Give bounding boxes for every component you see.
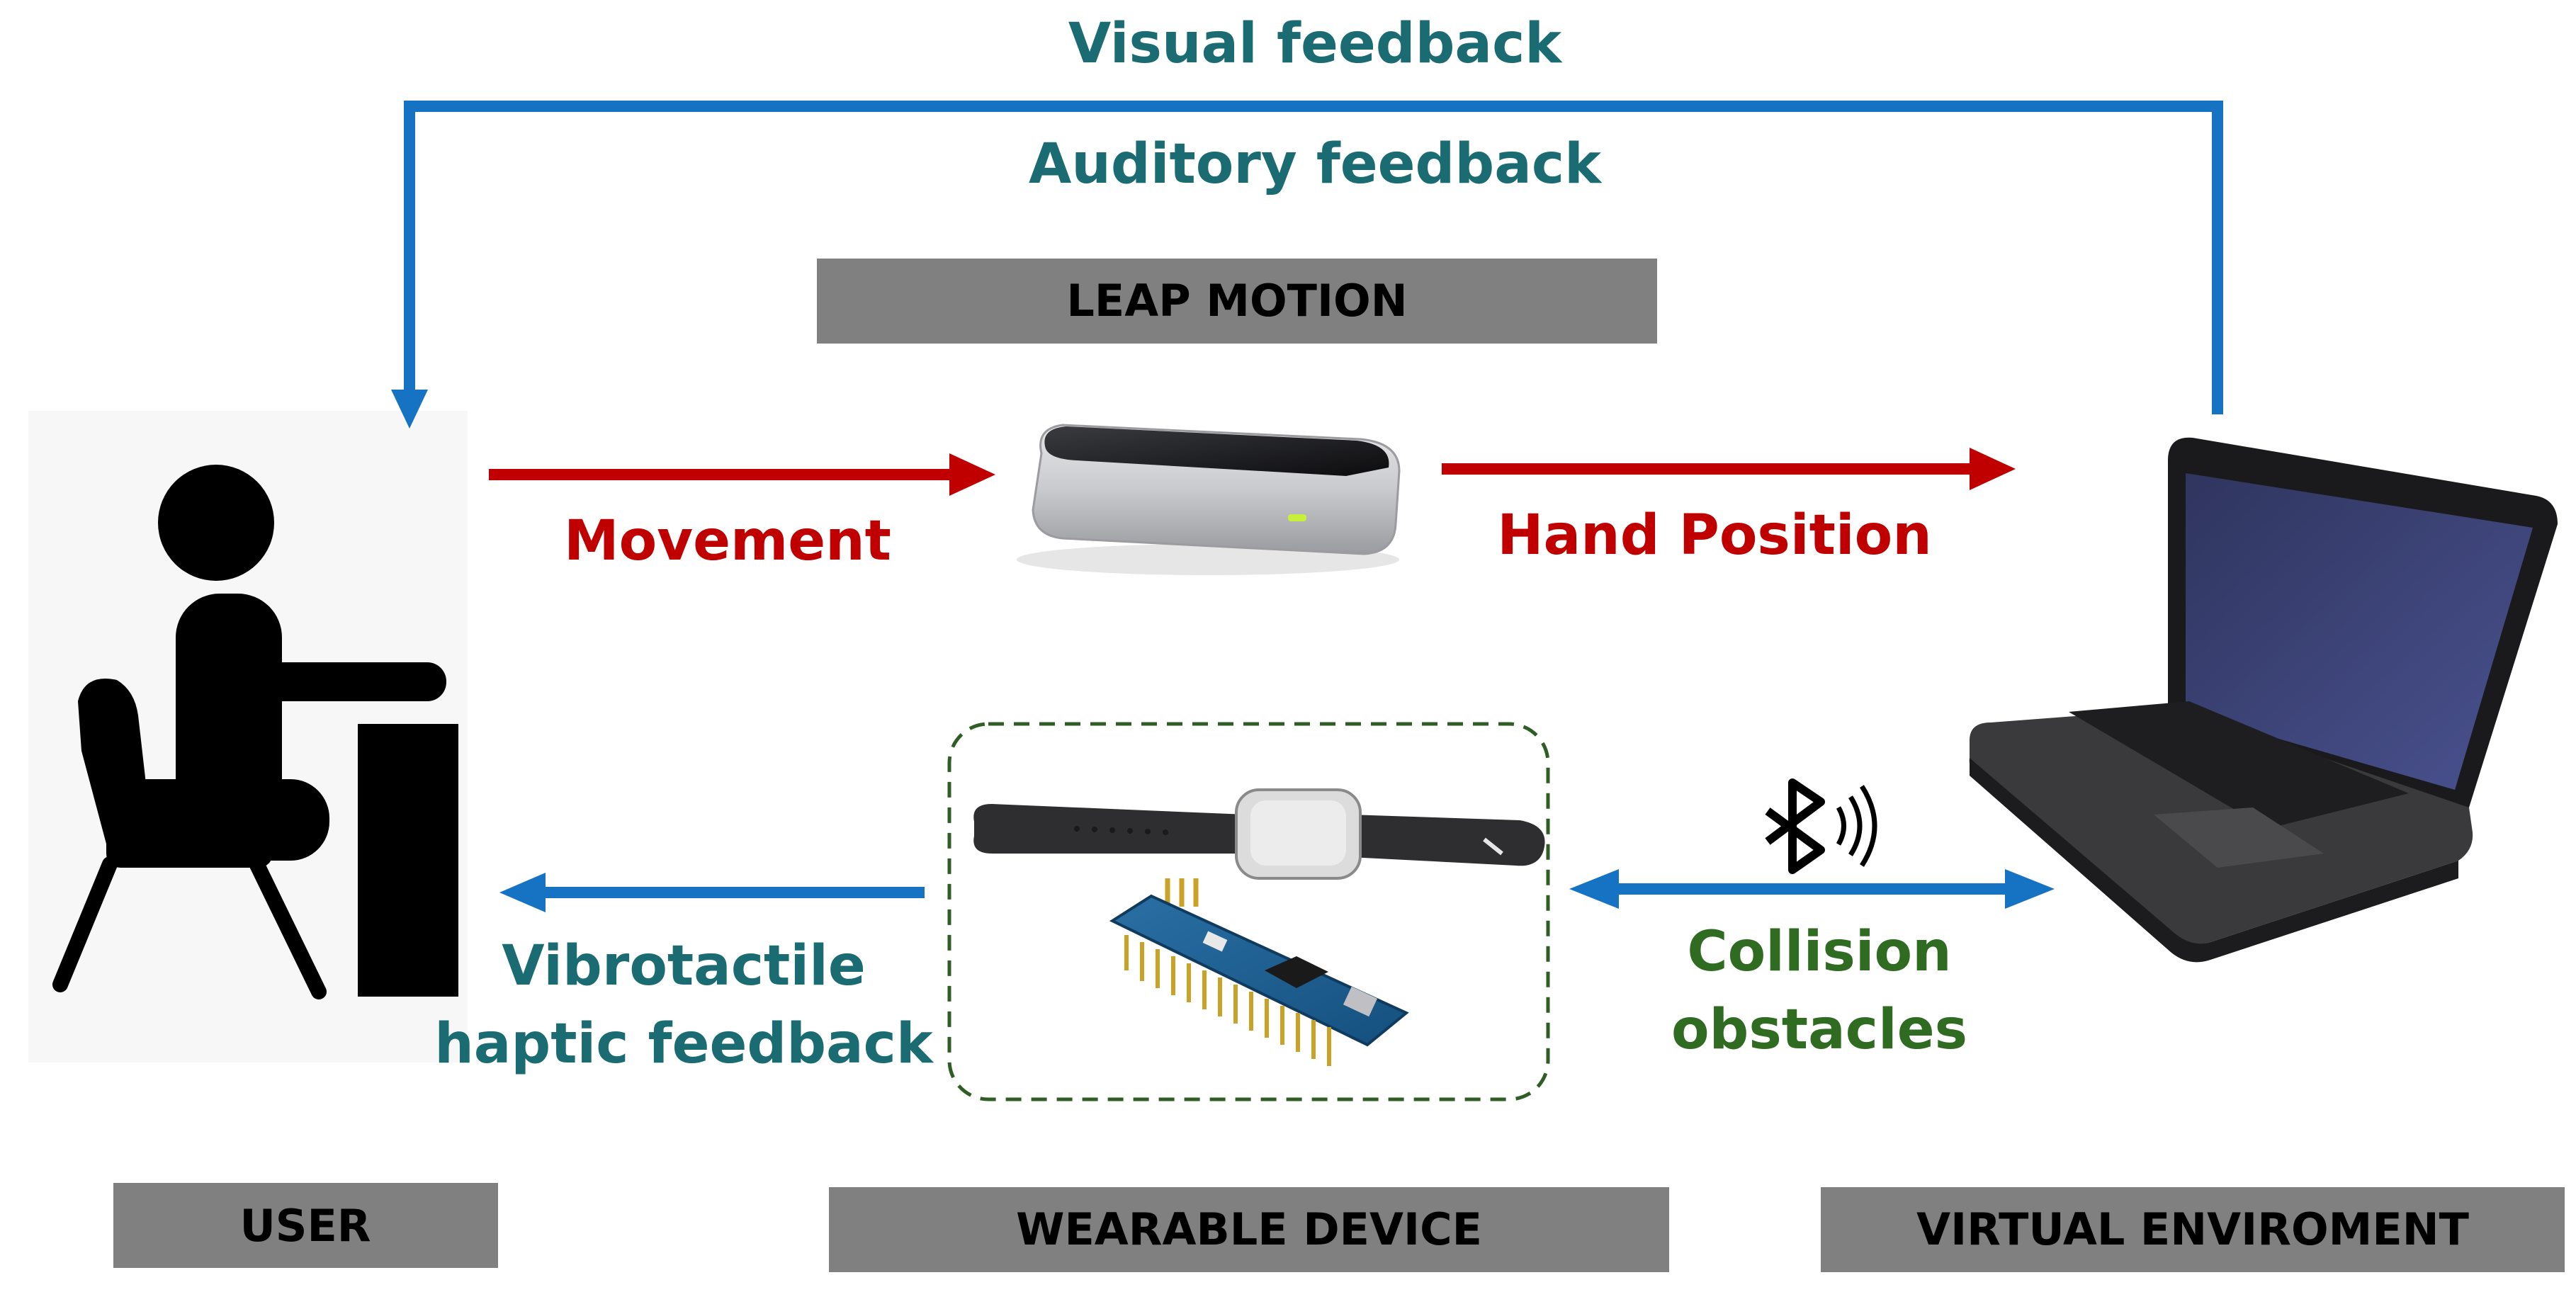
leap-motion-device-icon (1017, 424, 1401, 575)
leap-motion-label: LEAP MOTION (1066, 275, 1407, 327)
hand-position-arrow (1442, 448, 2016, 490)
virtual-environment-label: VIRTUAL ENVIROMENT (1916, 1203, 2469, 1255)
movement-arrow (489, 453, 995, 496)
vibrotactile-label-line2: haptic feedback (434, 1012, 934, 1076)
wearable-device-boundary (947, 722, 1550, 1101)
leap-motion-box: LEAP MOTION (817, 259, 1657, 344)
collision-double-arrow (1569, 869, 2055, 909)
arduino-nano-board-icon (1109, 878, 1409, 1066)
bluetooth-icon (1765, 778, 1877, 874)
wearable-device-box: WEARABLE DEVICE (829, 1187, 1669, 1272)
vibrotactile-arrow (499, 873, 925, 912)
user-sitting-icon (52, 465, 458, 999)
visual-feedback-label: Visual feedback (1068, 12, 1563, 76)
smartwatch-icon (973, 788, 1545, 880)
auditory-feedback-label: Auditory feedback (1029, 132, 1603, 196)
feedback-loop-arrow (404, 101, 2223, 414)
collision-label-line1: Collision (1687, 920, 1951, 984)
feedback-loop-arrowhead (391, 390, 428, 429)
hand-position-label: Hand Position (1497, 504, 1932, 567)
wearable-device-label: WEARABLE DEVICE (1016, 1203, 1482, 1255)
user-box: USER (113, 1183, 498, 1268)
vibrotactile-label-line1: Vibrotactile (502, 934, 865, 998)
virtual-environment-box: VIRTUAL ENVIROMENT (1821, 1187, 2565, 1272)
laptop-icon (1969, 437, 2558, 963)
user-box-label: USER (239, 1200, 371, 1252)
movement-label: Movement (564, 509, 891, 573)
collision-label-line2: obstacles (1671, 998, 1967, 1062)
